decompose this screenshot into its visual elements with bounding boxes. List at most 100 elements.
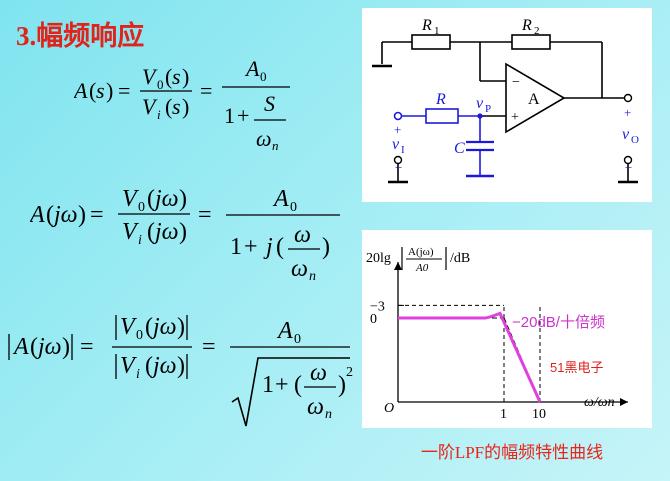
svg-text:jω: jω: [51, 202, 78, 228]
r1-label: R: [421, 17, 432, 34]
svg-text:1: 1: [224, 103, 235, 128]
svg-text:i: i: [157, 107, 161, 122]
svg-text:(: (: [276, 234, 284, 260]
watermark: 51黑电子: [550, 360, 603, 375]
ylabel-denominator: A0: [415, 262, 429, 274]
svg-text:jω: jω: [35, 334, 62, 360]
vo-plus: +: [624, 105, 631, 120]
svg-text:S: S: [264, 91, 275, 116]
formula1-lhs: A: [74, 78, 88, 103]
svg-text:): ): [62, 334, 70, 360]
resistor-r: [425, 108, 459, 124]
svg-text:0: 0: [290, 200, 297, 215]
vi-minus: −: [395, 160, 402, 175]
ylabel-numerator: A(jω): [408, 246, 434, 258]
svg-text:=: =: [200, 78, 212, 103]
vp-label: v: [476, 95, 484, 112]
op-amp-label: A: [528, 91, 540, 108]
svg-text:s: s: [172, 64, 181, 89]
svg-text:ω: ω: [310, 360, 327, 386]
svg-text:): ): [179, 219, 187, 245]
svg-text:2: 2: [346, 365, 353, 380]
svg-text:=: =: [198, 202, 212, 228]
svg-text:P: P: [485, 103, 491, 115]
svg-text:1: 1: [262, 372, 274, 398]
svg-text:0: 0: [260, 69, 267, 84]
svg-text:O: O: [631, 134, 639, 146]
svg-text:0: 0: [138, 200, 145, 215]
svg-text:=: =: [202, 334, 216, 360]
circuit-diagram-panel: R 1 R 2 A − + R C v P v I v O + − + −: [362, 8, 652, 202]
magnitude-curve: [398, 311, 542, 403]
r-label: R: [435, 91, 446, 108]
active-low-pass-filter-circuit: R 1 R 2 A − + R C v P v I v O + − + −: [372, 17, 639, 184]
y-axis-arrow: [394, 262, 402, 270]
svg-text:(: (: [165, 94, 172, 119]
svg-text:s: s: [96, 78, 105, 103]
svg-text:s: s: [172, 94, 181, 119]
svg-text:): ): [78, 202, 86, 228]
svg-text:(: (: [294, 372, 302, 398]
svg-text:=: =: [90, 202, 104, 228]
svg-text:A: A: [244, 58, 260, 81]
svg-text:): ): [106, 78, 113, 103]
vo-label: v: [622, 126, 630, 143]
chart-caption: 一阶LPF的幅频特性曲线: [420, 443, 604, 462]
slope-annotation: −20dB/十倍频: [512, 314, 605, 331]
svg-text:jω: jω: [150, 314, 177, 340]
svg-text:A: A: [12, 334, 29, 360]
svg-text:ω: ω: [256, 126, 272, 151]
svg-text:2: 2: [534, 25, 540, 37]
svg-text:j: j: [263, 234, 273, 260]
svg-text:=: =: [80, 334, 94, 360]
svg-text:0: 0: [136, 328, 143, 343]
svg-text:jω: jω: [152, 219, 179, 245]
x-tick-label: 10: [532, 407, 546, 422]
svg-text:jω: jω: [150, 353, 177, 379]
svg-text:0: 0: [294, 332, 301, 347]
x-tick-label: 1: [500, 407, 507, 422]
svg-text:A: A: [276, 318, 293, 344]
svg-text:ω: ω: [291, 256, 308, 282]
svg-text:0: 0: [157, 77, 164, 92]
vo-minus: −: [625, 160, 632, 175]
svg-text:n: n: [272, 138, 279, 153]
ylabel-suffix: /dB: [450, 251, 470, 266]
ylabel-prefix: 20lg: [366, 251, 391, 266]
svg-text:): ): [177, 314, 185, 340]
svg-text:): ): [177, 353, 185, 379]
svg-text:(: (: [30, 334, 38, 360]
c-label: C: [454, 140, 465, 157]
svg-text:=: =: [118, 78, 130, 103]
svg-text:1: 1: [230, 234, 242, 260]
svg-text:): ): [182, 94, 189, 119]
svg-text:+: +: [237, 103, 249, 128]
svg-text:): ): [179, 186, 187, 212]
slide-title: 3.幅频响应: [16, 21, 145, 51]
svg-text:(: (: [145, 353, 153, 379]
svg-text:jω: jω: [152, 186, 179, 212]
svg-text:+: +: [275, 372, 289, 398]
op-amp: [505, 62, 566, 134]
svg-text:V: V: [122, 219, 139, 245]
x-axis-arrow: [620, 398, 628, 406]
svg-text:ω: ω: [294, 222, 311, 248]
svg-text:V: V: [142, 64, 158, 89]
svg-text:(: (: [145, 314, 153, 340]
svg-text:i: i: [136, 367, 140, 382]
svg-text:V: V: [120, 314, 137, 340]
vi-label: v: [392, 136, 400, 153]
svg-text:i: i: [138, 233, 142, 248]
svg-text:A: A: [30, 202, 45, 228]
resistor-r2: [511, 34, 551, 50]
vi-plus: +: [394, 122, 401, 137]
svg-text:A: A: [272, 186, 289, 212]
svg-text:(: (: [165, 64, 172, 89]
svg-text:n: n: [309, 269, 316, 284]
svg-text:+: +: [244, 234, 258, 260]
svg-text:V: V: [142, 94, 158, 119]
inverting-sign: −: [512, 75, 520, 90]
